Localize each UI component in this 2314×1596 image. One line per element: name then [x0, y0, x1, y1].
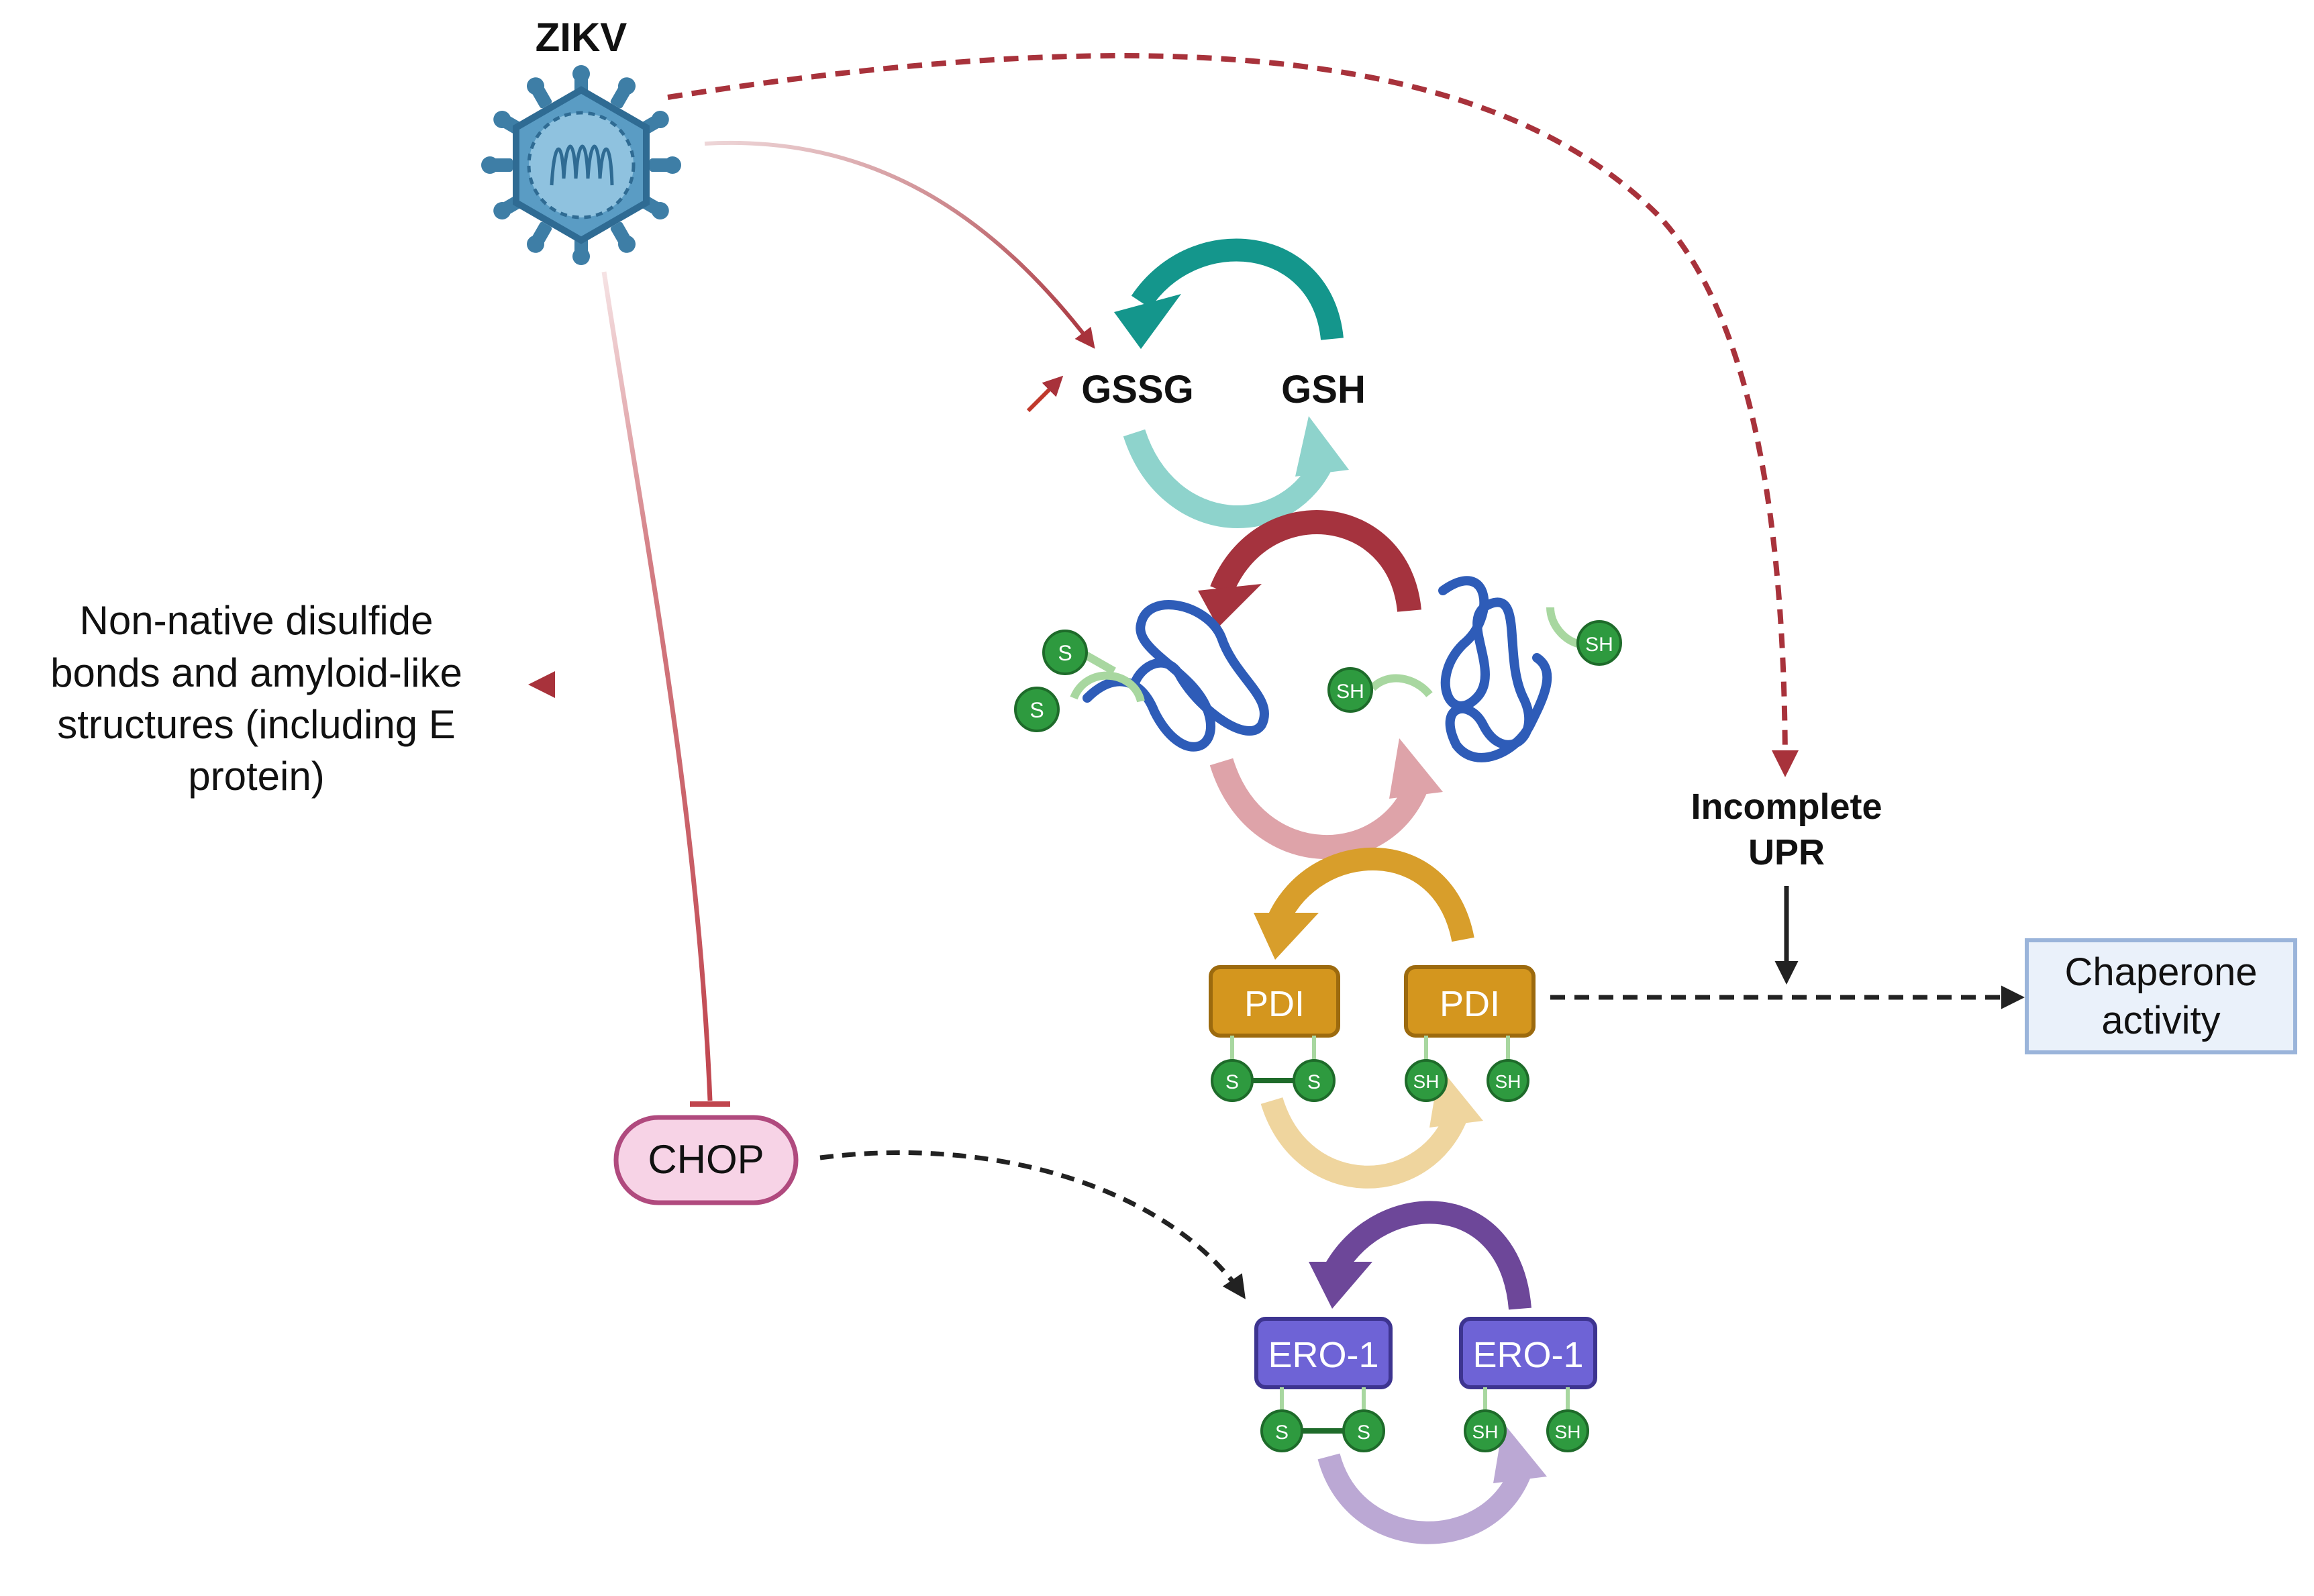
svg-text:SH: SH: [1336, 681, 1364, 703]
sh-dot: SH: [1405, 1059, 1448, 1102]
pdi-label-left: PDI: [1244, 984, 1305, 1024]
oxidized-protein-icon: [1070, 600, 1269, 752]
svg-text:S: S: [1058, 641, 1072, 665]
ero-reduced-box: ERO-1: [1459, 1317, 1597, 1409]
protein-cycle: [1198, 510, 1443, 860]
svg-text:SH: SH: [1413, 1071, 1440, 1092]
chaperone-activity-box: Chaperone activity: [2025, 938, 2297, 1054]
svg-text:Incomplete: Incomplete: [1691, 787, 1882, 827]
pdi-reduced-box: PDI: [1404, 965, 1536, 1060]
zikv-virus-icon: [481, 65, 681, 265]
pdi-oxidized-box: PDI: [1209, 965, 1340, 1083]
svg-text:protein): protein): [188, 754, 324, 799]
svg-text:SH: SH: [1555, 1422, 1581, 1442]
svg-text:S: S: [1275, 1422, 1289, 1444]
s-dot: S: [1211, 1059, 1254, 1102]
reduced-protein-icon: [1369, 576, 1582, 762]
increase-arrow-icon: [1026, 375, 1064, 413]
s-dot: S: [1293, 1059, 1336, 1102]
svg-text:Chaperone: Chaperone: [2065, 950, 2258, 994]
gssg-label: GSSG: [1081, 368, 1194, 411]
svg-text:structures (including E: structures (including E: [57, 702, 456, 747]
ero-label-right: ERO-1: [1472, 1335, 1583, 1375]
chop-node: CHOP: [613, 1115, 799, 1205]
zikv-to-gssg-arrow: [704, 140, 1095, 349]
svg-text:SH: SH: [1495, 1071, 1521, 1092]
chop-to-ero-dashed-arrow: [819, 1150, 1246, 1299]
glutathione-cycle: [1114, 238, 1349, 528]
sh-dot: SH: [1576, 620, 1622, 666]
zikv-to-upr-dashed-arrow: [667, 53, 1799, 777]
zikv-inhibits-chop-line: [601, 271, 713, 1101]
ero-oxidized-box: ERO-1: [1254, 1317, 1393, 1434]
svg-text:Non-native disulfide: Non-native disulfide: [80, 598, 434, 643]
ero-label-left: ERO-1: [1268, 1335, 1378, 1375]
svg-text:S: S: [1225, 1071, 1239, 1093]
sh-dot: SH: [1464, 1409, 1507, 1452]
sh-dot: SH: [1487, 1059, 1529, 1102]
svg-text:activity: activity: [2101, 999, 2220, 1042]
svg-text:SH: SH: [1472, 1422, 1499, 1442]
pdi-label-right: PDI: [1440, 984, 1500, 1024]
zikv-label: ZIKV: [536, 15, 627, 60]
non-native-disulfide-label: Non-native disulfide bonds and amyloid-l…: [50, 598, 462, 799]
incomplete-upr-label: Incomplete UPR: [1691, 787, 1882, 872]
ero-cycle: [1309, 1201, 1547, 1544]
s-dot: S: [1260, 1409, 1303, 1452]
svg-text:S: S: [1357, 1422, 1370, 1444]
svg-text:UPR: UPR: [1748, 832, 1825, 872]
svg-text:S: S: [1029, 698, 1044, 722]
svg-text:bonds and amyloid-like: bonds and amyloid-like: [50, 650, 462, 695]
s-dot: S: [1342, 1409, 1385, 1452]
sh-dot: SH: [1327, 667, 1373, 713]
sh-dot: SH: [1546, 1409, 1589, 1452]
svg-text:SH: SH: [1585, 634, 1613, 656]
s-dot: S: [1042, 630, 1088, 675]
svg-text:S: S: [1307, 1071, 1321, 1093]
s-dot: S: [1014, 687, 1060, 732]
chop-label: CHOP: [648, 1137, 764, 1182]
gsh-label: GSH: [1281, 368, 1366, 411]
